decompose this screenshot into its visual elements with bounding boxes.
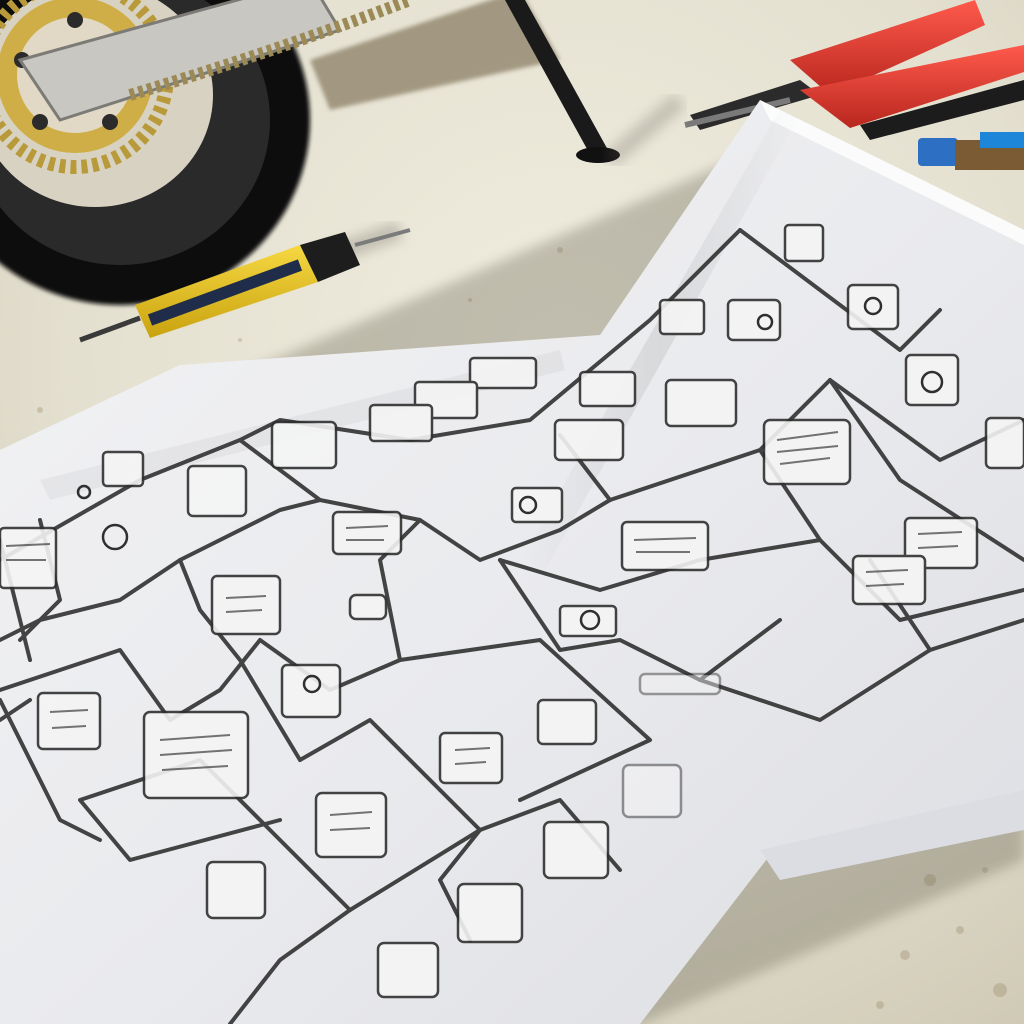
component-box xyxy=(36,691,102,751)
component-box xyxy=(456,882,524,944)
component-box xyxy=(210,574,282,636)
kickstand xyxy=(505,0,686,167)
component-box xyxy=(658,298,706,336)
pliers xyxy=(684,0,1024,140)
component-box xyxy=(558,604,618,638)
wiring-diagram-sheet xyxy=(0,100,1024,1024)
drive-chain xyxy=(128,0,413,101)
component-box xyxy=(205,860,267,920)
component-box xyxy=(270,420,338,470)
component-box xyxy=(578,370,637,408)
component-box xyxy=(620,520,710,572)
component-symbols xyxy=(0,223,1024,999)
component-box xyxy=(984,416,1024,470)
component-box xyxy=(851,554,927,606)
component-box xyxy=(0,526,58,590)
component-box xyxy=(846,283,900,331)
component-box xyxy=(376,941,440,999)
component-box xyxy=(536,698,598,746)
component-box xyxy=(553,418,625,462)
component-box xyxy=(783,223,825,263)
component-box xyxy=(762,418,852,486)
component-box xyxy=(468,356,538,390)
component-box xyxy=(542,820,610,880)
component-box xyxy=(664,378,738,428)
component-box xyxy=(368,403,434,443)
motorcycle-wheel xyxy=(0,0,560,305)
component-box xyxy=(904,353,960,407)
component-box xyxy=(638,672,722,696)
component-box xyxy=(314,791,388,859)
component-box xyxy=(621,763,683,819)
component-box xyxy=(101,450,145,488)
component-box xyxy=(348,593,388,621)
component-markings xyxy=(5,431,963,831)
component-box xyxy=(142,710,250,800)
component-box xyxy=(186,464,248,518)
wire-connector xyxy=(918,132,1024,170)
terminal-markers xyxy=(76,296,944,694)
component-box xyxy=(331,510,403,556)
screwdriver xyxy=(79,221,411,343)
component-box xyxy=(438,731,504,785)
